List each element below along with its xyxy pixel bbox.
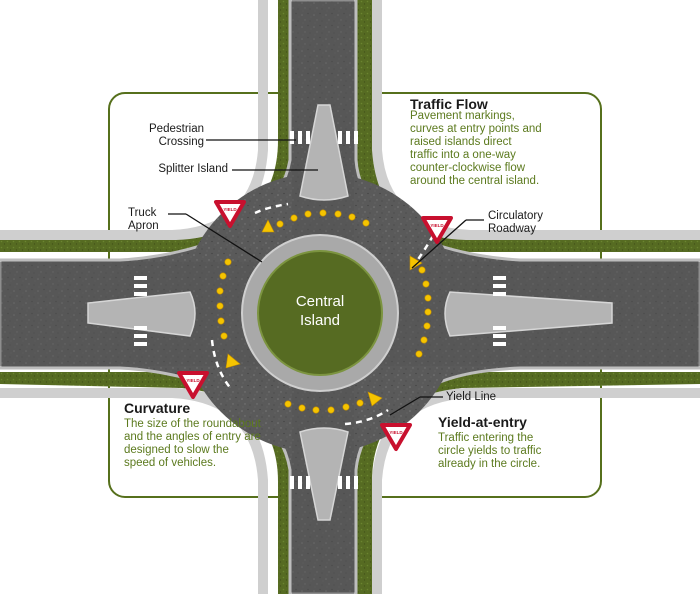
traffic-flow-body: Pavement markings, curves at entry point…: [410, 110, 542, 187]
central-island: [257, 250, 383, 376]
yield-sign-se: YIELD: [380, 423, 412, 451]
label-yield-line: Yield Line: [446, 391, 497, 403]
splitter-islands: [87, 104, 613, 521]
curvature-title: Curvature: [124, 400, 191, 416]
pavement-markers: [216, 209, 432, 414]
yield-sign-sw: YIELD: [177, 371, 209, 399]
label-splitter-island: Splitter Island: [158, 163, 228, 175]
label-circulatory-roadway: Circulatory Roadway: [488, 210, 543, 235]
yield-sign-nw: YIELD: [214, 200, 246, 228]
yield-sign-ne: YIELD: [421, 216, 453, 244]
yield-sign-label: YIELD: [223, 207, 237, 212]
label-pedestrian-crossing: Pedestrian Crossing: [149, 123, 204, 148]
yield-sign-label: YIELD: [430, 223, 444, 228]
curvature-body: The size of the roundabout and the angle…: [124, 418, 261, 469]
yield-sign-label: YIELD: [389, 430, 403, 435]
pedestrian-crossings: [134, 131, 506, 489]
leader-lines: [168, 139, 484, 416]
yield-at-entry-body: Traffic entering the circle yields to tr…: [438, 432, 542, 470]
yield-at-entry-title: Yield-at-entry: [438, 414, 527, 430]
traffic-flow-title: Traffic Flow: [410, 96, 488, 112]
label-truck-apron: Truck Apron: [128, 207, 159, 232]
yield-sign-label: YIELD: [186, 378, 200, 383]
label-central-island: Central Island: [295, 293, 345, 329]
